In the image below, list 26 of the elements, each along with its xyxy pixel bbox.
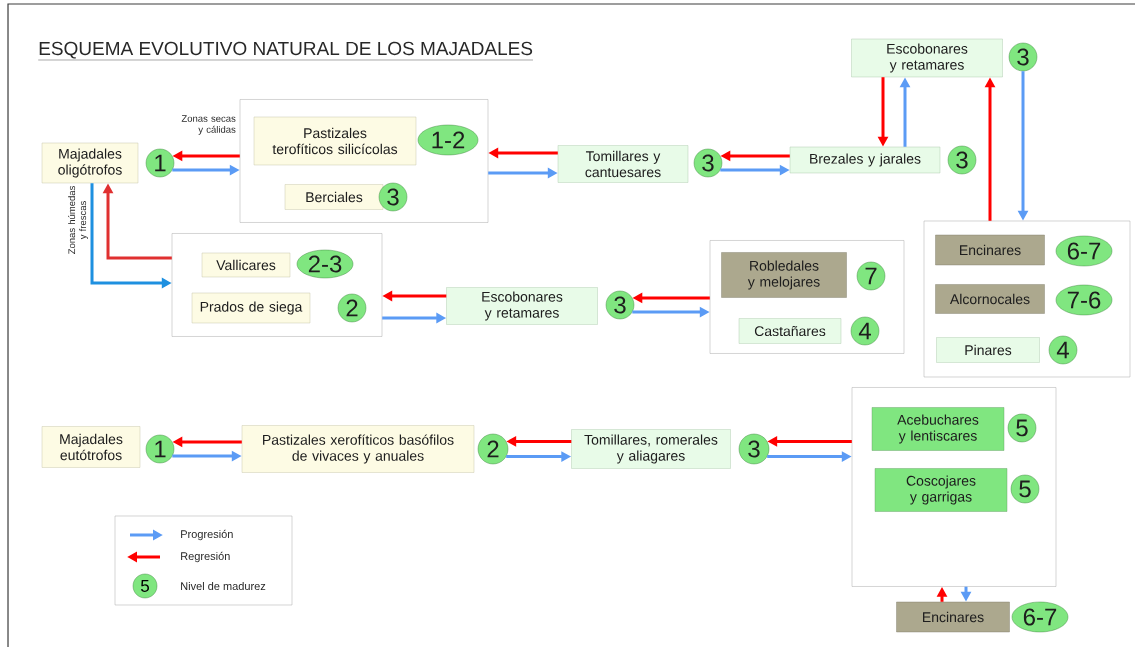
vegetation-box: Vallicares [201,252,291,278]
vegetation-box: Acebuchares y lentiscares [871,407,1005,451]
vegetation-box: Pastizales terofíticos silicícolas [253,116,417,166]
vegetation-box: Prados de siega [191,292,311,324]
vegetation-box: Tomillares y cantuesares [557,145,689,183]
vegetation-box: Berciales [284,184,384,210]
vegetation-box: Majadales oligótrofos [41,142,139,184]
legend-text: Nivel de madurez [181,581,266,591]
vegetation-box: Castañares [738,318,842,344]
vegetation-box: Encinares [935,234,1045,266]
vegetation-box: Escobonares y retamares [446,287,598,325]
vegetation-box: Brezales y jarales [789,146,941,174]
vegetation-box: Majadales eutótrofos [41,426,141,468]
vegetation-box: Tomillares, romerales y aliagares [571,429,731,469]
vegetation-box: Alcornocales [935,284,1045,314]
vegetation-box: Escobonares y retamares [851,38,1003,78]
legend-text: Progresión [181,529,233,541]
vegetation-box: Robledales y melojares [721,252,847,298]
legend-text: Regresión [181,551,230,563]
vegetation-box: Encinares [896,601,1010,633]
vegetation-box: Pastizales xerofíticos basófilos de vivaces y anuales [241,425,475,473]
vegetation-box: Pinares [936,337,1040,363]
zone-note: Zonas secas y cálidas [181,115,236,135]
title: ESQUEMA EVOLUTIVO NATURAL DE LOS MAJADALES [38,41,534,61]
vegetation-box: Coscojares y garrigas [874,468,1008,512]
zone-note: Zonas húmedas y frescas [68,186,88,254]
